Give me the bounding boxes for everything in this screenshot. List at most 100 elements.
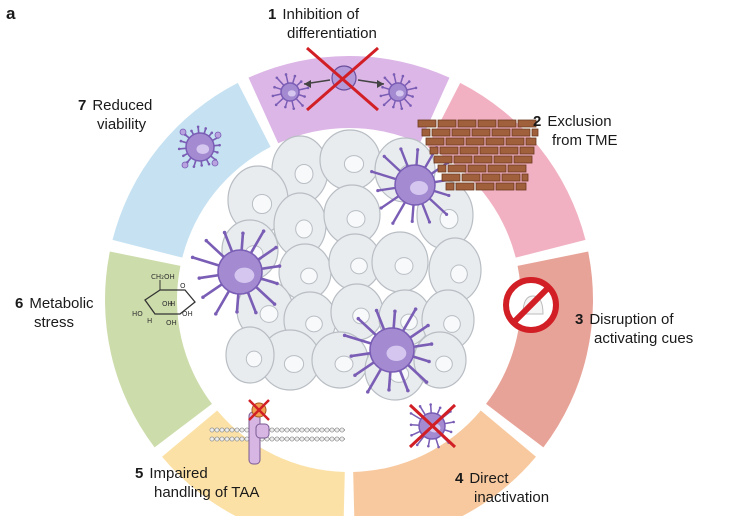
- dendrite-tip: [413, 307, 418, 311]
- tumour-cell-nucleus: [294, 163, 314, 185]
- prohibited-icon: [503, 277, 559, 333]
- prohibited-bar: [511, 285, 551, 325]
- tumour-cell-nucleus: [450, 264, 468, 284]
- lipid-head: [304, 427, 310, 433]
- dendrite-tip: [273, 85, 276, 89]
- dendrite-tip: [177, 147, 181, 151]
- brick: [429, 146, 439, 155]
- tumour-cell-nucleus: [251, 193, 273, 215]
- tumour-cell-nucleus: [350, 257, 368, 275]
- lipid-head: [214, 436, 220, 442]
- dendrite-tip: [392, 105, 395, 109]
- lipid-head: [209, 436, 215, 442]
- brick: [461, 173, 481, 182]
- brick: [491, 128, 511, 137]
- brick: [471, 128, 491, 137]
- dendrite-tip: [427, 220, 432, 224]
- dying-dendritic-cell: [177, 125, 221, 168]
- lipid-head: [229, 436, 235, 442]
- dendrite-tip: [383, 76, 387, 80]
- dendrite-tip: [437, 445, 440, 449]
- label-line1: Metabolic: [29, 295, 94, 312]
- dendrite-tip: [303, 95, 306, 98]
- lipid-head: [274, 427, 280, 433]
- dendrite-tip: [429, 342, 434, 346]
- brick: [477, 119, 497, 128]
- dendrite-tip: [407, 80, 411, 83]
- lipid-head: [214, 427, 220, 433]
- lipid-head: [289, 427, 295, 433]
- brick: [501, 173, 521, 182]
- brick: [495, 182, 515, 191]
- dendrite-tip: [235, 310, 239, 314]
- lipid-head: [274, 436, 280, 442]
- lipid-head: [244, 436, 250, 442]
- dendrite-tip: [196, 125, 200, 129]
- dendrite-tip: [241, 231, 245, 236]
- dendrite-tip: [426, 323, 430, 328]
- dendrite-tip: [438, 406, 442, 410]
- tumour-cell-nucleus: [259, 305, 279, 323]
- dendrite-tip: [410, 433, 413, 437]
- label-line1: Direct: [469, 470, 509, 487]
- brick: [445, 137, 465, 146]
- lipid-head: [334, 436, 340, 442]
- dendrite-tip: [204, 127, 208, 130]
- dendrite-tip: [190, 129, 193, 133]
- dendrite-tip: [379, 206, 383, 210]
- brick: [465, 137, 485, 146]
- tumour-cell-nucleus: [295, 219, 313, 239]
- label-line2: activating cues: [594, 330, 694, 347]
- dendrite-tip: [366, 390, 370, 394]
- dendritic-cell-bottom: [342, 307, 434, 394]
- dendrite-tip: [190, 255, 195, 260]
- molecule-label: OH: [166, 319, 177, 327]
- tumour-cell-nucleus: [346, 210, 366, 228]
- brick: [441, 173, 461, 182]
- brick: [479, 146, 499, 155]
- brick: [467, 164, 487, 173]
- dendrite-tip: [414, 86, 418, 90]
- lipid-head: [234, 427, 240, 433]
- dendrite-tip: [374, 308, 379, 313]
- dendrite-tip: [447, 193, 451, 198]
- brick: [437, 164, 447, 173]
- brick: [515, 182, 527, 191]
- brick: [433, 155, 453, 164]
- lipid-head: [324, 427, 330, 433]
- dendrite-tip: [406, 388, 410, 393]
- crossed-dendritic-cell-icon: [408, 403, 457, 449]
- lipid-head: [319, 436, 325, 442]
- lipid-head: [239, 436, 245, 442]
- receptor-domain: [255, 423, 270, 439]
- dendrite-tip: [387, 388, 391, 392]
- dendrite-tip: [401, 74, 405, 78]
- brick: [431, 128, 451, 137]
- dendrite-tip: [200, 164, 204, 167]
- dendrite-tip: [284, 105, 287, 109]
- dendrite-tip: [415, 443, 419, 447]
- molecule-label: H: [170, 300, 175, 308]
- label-line1: Impaired: [149, 465, 208, 482]
- lipid-head: [269, 427, 275, 433]
- brick: [499, 146, 519, 155]
- segment-reduced-viability: [112, 82, 271, 258]
- small-dendritic-cell: [271, 73, 310, 110]
- tumour-cell-nucleus: [352, 307, 370, 325]
- lipid-head: [309, 427, 315, 433]
- dendrite-tip: [216, 151, 219, 154]
- label-number: 3: [575, 311, 584, 328]
- dendrite-tip: [382, 154, 386, 159]
- apoptotic-bleb: [211, 159, 219, 167]
- brick: [485, 137, 505, 146]
- tumour-cell-nucleus: [394, 257, 414, 275]
- dendrite-tip: [418, 405, 422, 408]
- dendrite-tip: [409, 104, 412, 107]
- lipid-head: [309, 436, 315, 442]
- brick: [439, 146, 459, 155]
